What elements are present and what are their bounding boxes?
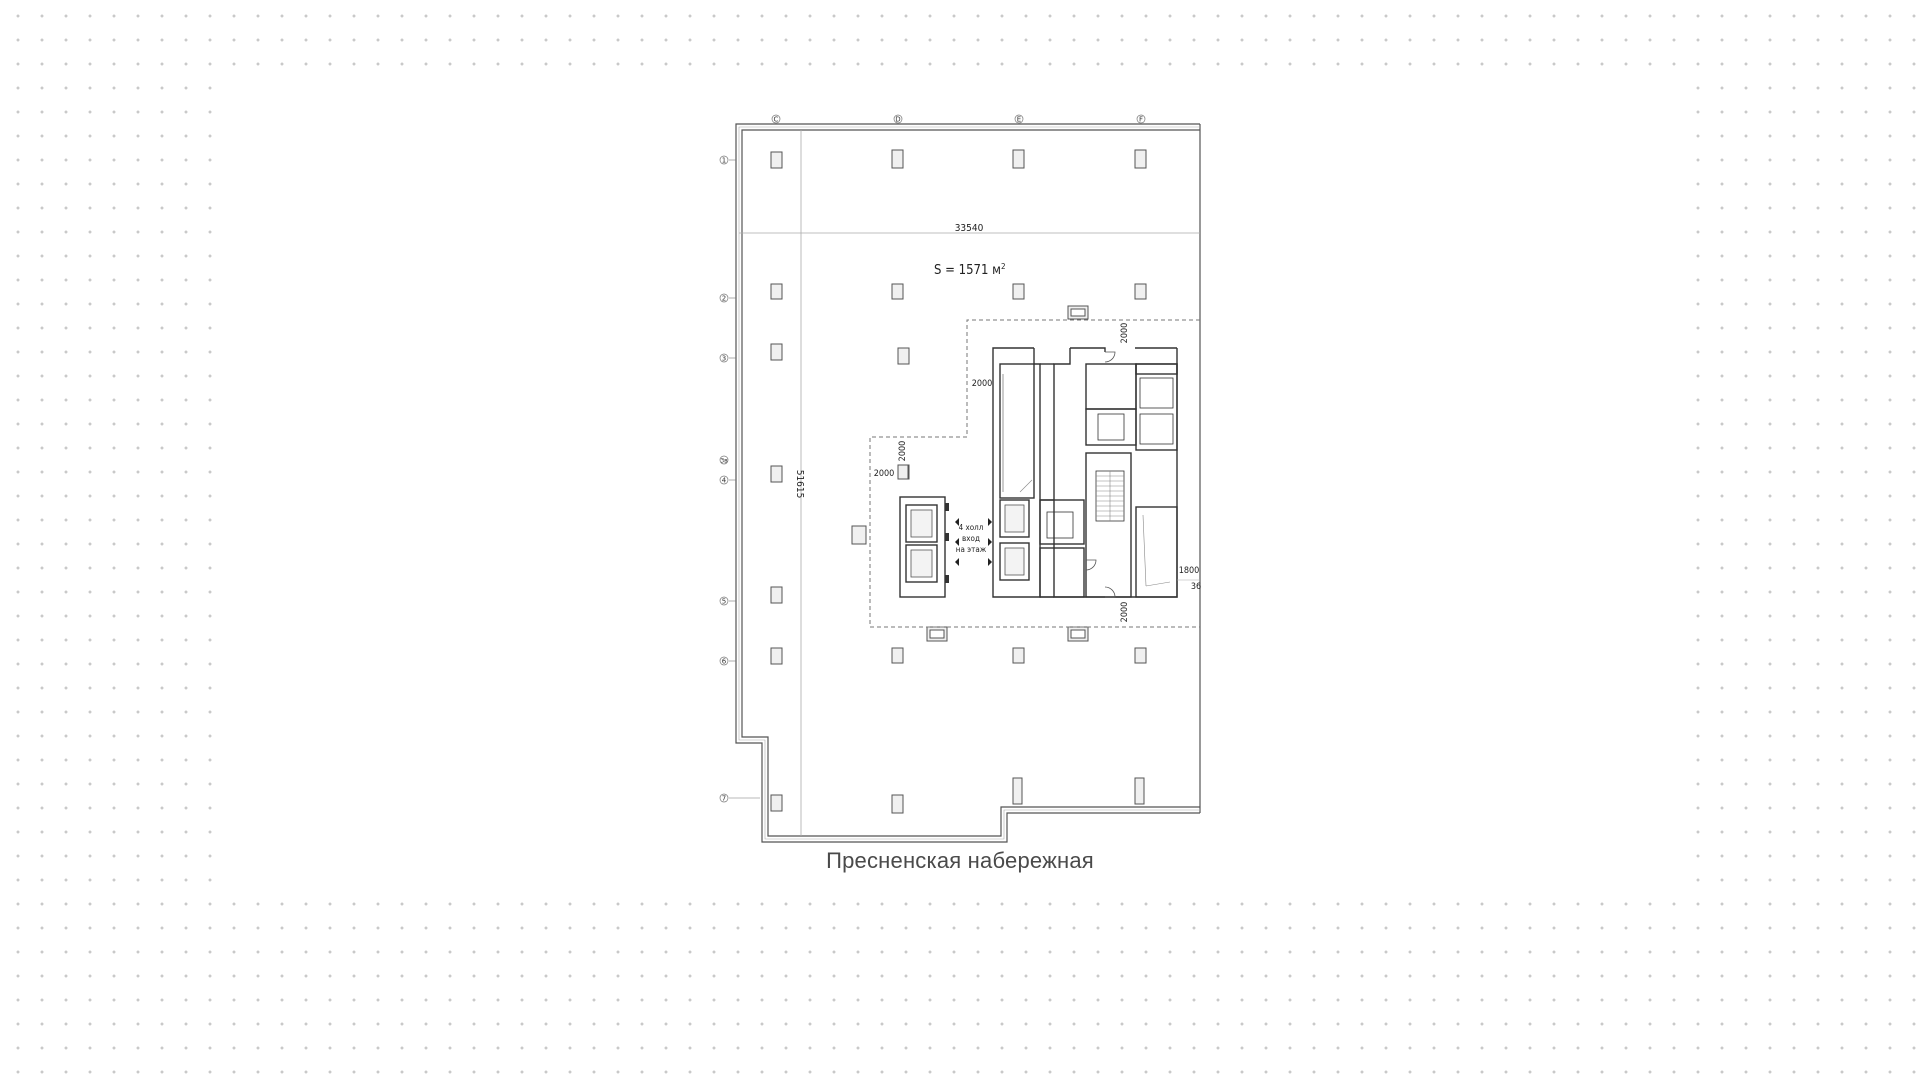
grid-row-label: 3в	[720, 458, 728, 465]
grid-row-label: 5	[722, 598, 726, 606]
lift-cabins	[1004, 504, 1025, 576]
clearance-dimensions: 2000 2000 2000 2000 2000 1800 36	[874, 323, 1201, 623]
structural-columns	[770, 149, 1147, 814]
area-label: S = 1571 м2	[934, 262, 1006, 278]
grid-row-label: 3	[722, 355, 726, 363]
hall-boundary	[869, 319, 1200, 628]
grid-column-label: D	[895, 116, 900, 124]
dimension-top-right: 2000	[1120, 323, 1130, 344]
hall-label: 4 холл вход на этаж	[956, 523, 987, 554]
hall-label-line: вход	[962, 534, 980, 543]
width-dimension: 33540	[955, 223, 984, 234]
hall-label-line: 4 холл	[959, 523, 984, 532]
grid-row-markers	[729, 159, 760, 799]
grid-column-markers: C D E F	[771, 114, 1146, 124]
stair-treads	[1002, 374, 1171, 587]
dimension-bottom: 2000	[1120, 602, 1130, 623]
dimension-right-edge: 36	[1191, 582, 1201, 592]
hall-entrance-arrows	[955, 518, 992, 566]
dimension-right-gap: 1800	[1179, 566, 1200, 576]
grid-row-label: 4	[722, 477, 727, 485]
door-swings	[1085, 351, 1116, 598]
height-dimension: 51615	[794, 470, 805, 499]
grid-column-label: F	[1139, 116, 1143, 124]
grid-row-label: 2	[722, 295, 726, 303]
street-name: Пресненская набережная	[826, 848, 1094, 873]
grid-row-label: 6	[722, 658, 727, 666]
grid-column-label: C	[774, 116, 779, 124]
grid-column-label: E	[1017, 116, 1021, 124]
dimension-left-small-v: 2000	[898, 441, 908, 462]
dimension-left-core: 2000	[972, 379, 993, 389]
dimension-left-small-h: 2000	[874, 469, 895, 479]
hall-label-line: на этаж	[956, 545, 987, 554]
outer-wall	[735, 123, 1201, 843]
grid-row-label: 1	[722, 157, 726, 165]
plan-background	[232, 74, 1687, 896]
grid-row-label: 7	[722, 795, 726, 803]
left-lift-block	[899, 496, 949, 598]
